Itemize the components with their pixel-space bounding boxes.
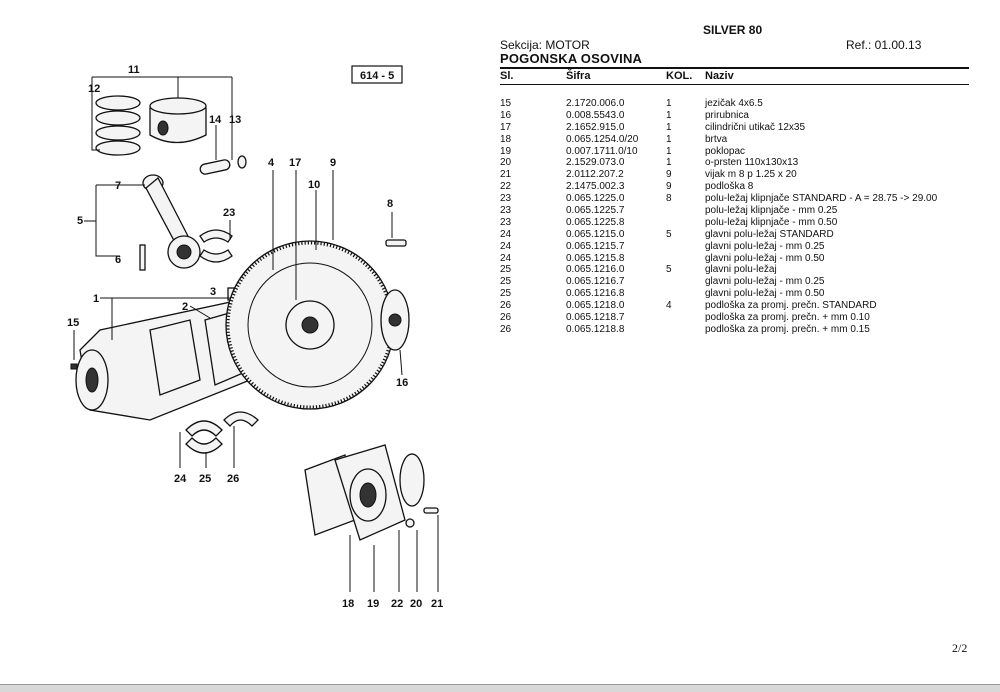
callout-3: 3 — [210, 286, 216, 298]
column-header-naziv: Naziv — [705, 70, 734, 82]
reference-number: Ref.: 01.00.13 — [846, 38, 922, 52]
document-title: SILVER 80 — [703, 23, 763, 37]
callout-21: 21 — [431, 598, 443, 610]
callout-24: 24 — [174, 473, 187, 485]
bearing-halves — [185, 411, 259, 454]
figure-code-box — [351, 65, 403, 84]
callout-1: 1 — [93, 293, 99, 305]
callout-18: 18 — [342, 598, 354, 610]
callout-23: 23 — [223, 207, 235, 219]
column-header-rule — [500, 84, 969, 85]
callout-5: 5 — [77, 215, 83, 227]
section-label: Sekcija: MOTOR — [500, 38, 590, 52]
callout-22: 22 — [391, 598, 403, 610]
column-header-sifra: Šifra — [566, 70, 591, 82]
figure-code: 614 - 5 — [360, 70, 394, 82]
callout-15: 15 — [67, 317, 79, 329]
column-header-kol: KOL. — [666, 70, 693, 82]
column-header-sl: Sl. — [500, 70, 514, 82]
callout-8: 8 — [387, 198, 393, 210]
callout-19: 19 — [367, 598, 379, 610]
callout-13: 13 — [229, 114, 241, 126]
callout-14: 14 — [209, 114, 222, 126]
callout-9: 9 — [330, 157, 336, 169]
callout-4: 4 — [268, 157, 275, 169]
page-subtitle: POGONSKA OSOVINA — [500, 51, 643, 66]
callout-12: 12 — [88, 83, 100, 95]
callout-20: 20 — [410, 598, 422, 610]
flywheel — [225, 239, 410, 410]
seal-housing — [304, 444, 439, 541]
callout-25: 25 — [199, 473, 211, 485]
connecting-rod — [139, 174, 233, 271]
header-rule — [500, 67, 969, 69]
page-number: 2/2 — [952, 641, 968, 655]
page-bottom-edge — [0, 684, 1000, 692]
exploded-parts-diagram: 614 - 5 11 12 14 13 7 5 6 23 — [67, 64, 443, 610]
callout-7: 7 — [115, 180, 121, 192]
callout-10: 10 — [308, 179, 320, 191]
callout-11: 11 — [128, 64, 140, 76]
callout-6: 6 — [115, 254, 121, 266]
callout-16: 16 — [396, 377, 408, 389]
callout-2: 2 — [182, 301, 188, 313]
callout-17: 17 — [289, 157, 301, 169]
callout-26: 26 — [227, 473, 239, 485]
piston-group — [95, 95, 247, 175]
